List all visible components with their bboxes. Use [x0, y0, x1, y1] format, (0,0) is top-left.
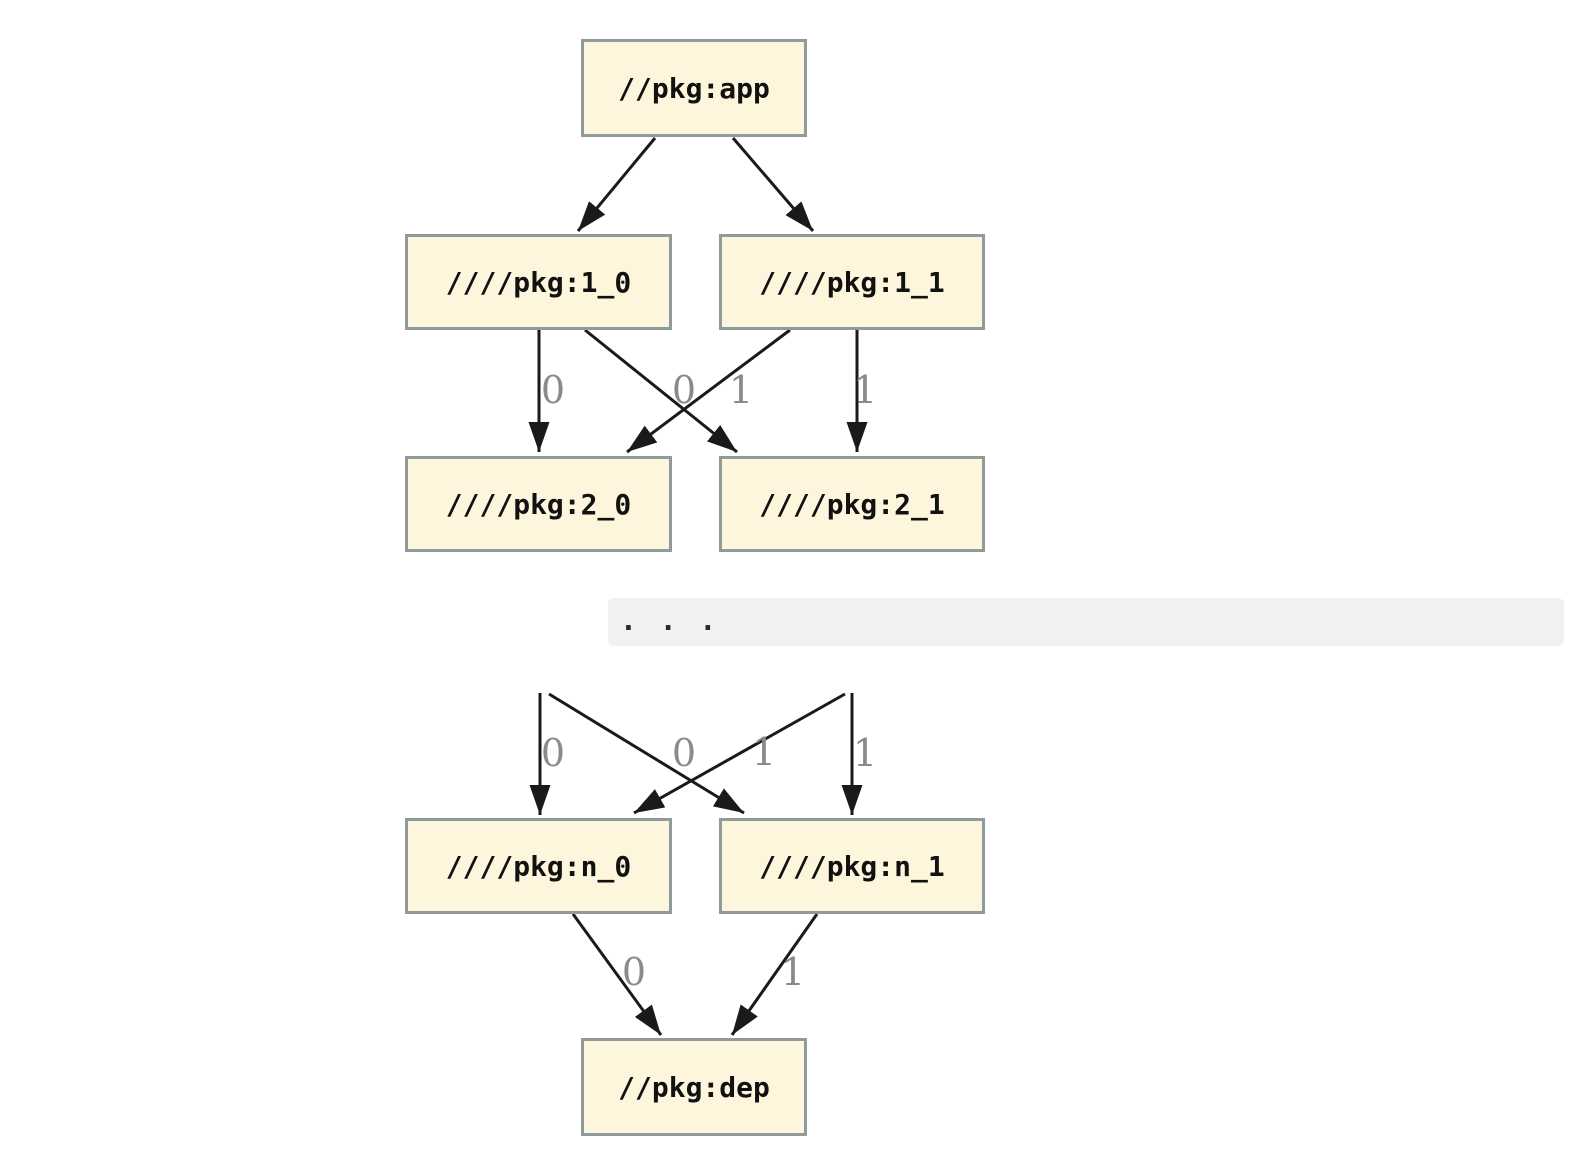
node-pkg-1_1: ////pkg:1_1 — [719, 234, 985, 330]
node-pkg-2_0: ////pkg:2_0 — [405, 456, 672, 552]
edge-label: 0 — [540, 731, 566, 775]
node-label: //pkg:dep — [618, 1070, 770, 1104]
node-pkg-n_1: ////pkg:n_1 — [719, 818, 985, 914]
node-pkg-1_0: ////pkg:1_0 — [405, 234, 672, 330]
node-label: ////pkg:2_1 — [759, 487, 945, 521]
node-pkg-2_1: ////pkg:2_1 — [719, 456, 985, 552]
edge-elided-to-n_0-cross — [633, 692, 846, 815]
edge-app-to-1_0 — [576, 137, 657, 232]
edge-label: 0 — [671, 731, 697, 775]
edge-label: 1 — [852, 731, 878, 775]
edge-label: 0 — [621, 950, 647, 994]
node-label: //pkg:app — [618, 71, 770, 105]
edge-n_0-to-dep — [571, 913, 663, 1036]
node-label: ////pkg:1_0 — [445, 265, 632, 299]
ellipsis-text: . . . — [620, 604, 720, 637]
node-label: ////pkg:n_1 — [759, 849, 945, 883]
node-pkg-app: //pkg:app — [581, 39, 807, 137]
node-label: ////pkg:1_1 — [759, 265, 945, 299]
edge-label: 1 — [780, 950, 806, 994]
edge-label: 0 — [671, 368, 697, 412]
node-pkg-n_0: ////pkg:n_0 — [405, 818, 672, 914]
edge-label: 1 — [728, 368, 754, 412]
edge-1_0-to-2_1 — [584, 328, 738, 454]
node-label: ////pkg:n_0 — [445, 849, 632, 883]
edge-app-to-1_1 — [731, 137, 815, 232]
node-pkg-dep: //pkg:dep — [581, 1038, 807, 1136]
node-label: ////pkg:2_0 — [445, 487, 632, 521]
edge-label: 1 — [751, 730, 777, 774]
edge-1_1-to-2_0 — [626, 328, 791, 454]
edge-label: 1 — [852, 368, 878, 412]
edge-elided-to-n_1-cross — [548, 692, 745, 815]
edge-label: 0 — [540, 368, 566, 412]
elided-levels-band: . . . — [608, 598, 1564, 646]
edge-n_1-to-dep — [730, 913, 819, 1036]
